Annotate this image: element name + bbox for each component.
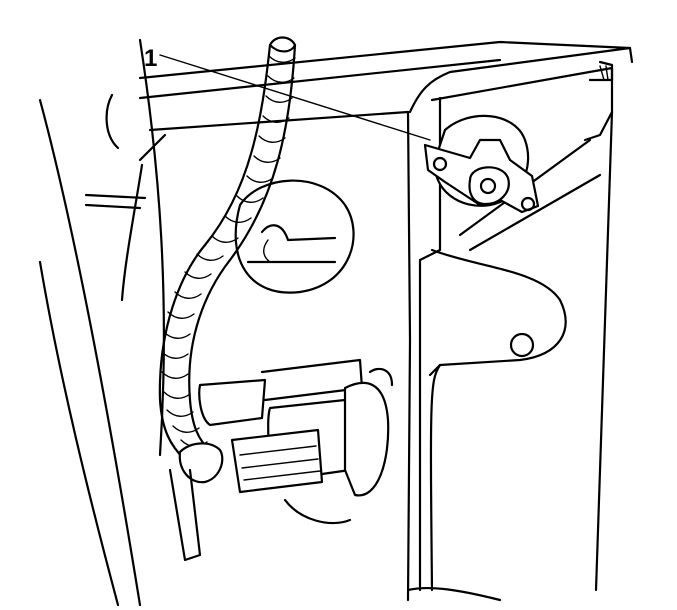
- sleeve-rib: [268, 55, 296, 63]
- sleeve-rib: [262, 115, 290, 123]
- sleeve-rib: [196, 253, 224, 261]
- sleeve-rib: [167, 311, 195, 319]
- sleeve-rib: [161, 351, 189, 359]
- sleeve-rib: [166, 409, 194, 417]
- upper-rail: [138, 40, 632, 342]
- sleeve-rib: [236, 195, 264, 203]
- sleeve-rib: [265, 95, 293, 103]
- callout-label: 1: [144, 45, 157, 72]
- sleeve-rib: [253, 155, 281, 163]
- leader-line: [159, 54, 431, 141]
- connector-assembly: [168, 358, 394, 562]
- sleeve-ribs: [161, 55, 296, 447]
- sleeve-rib: [161, 371, 189, 379]
- sleeve-rib: [267, 75, 295, 83]
- sleeve-rib: [258, 135, 286, 143]
- sleeve-rib: [163, 331, 191, 339]
- sleeve-rib: [246, 175, 274, 183]
- sleeve-rib: [184, 271, 212, 279]
- round-opening: [234, 179, 355, 294]
- sleeve-rib: [174, 291, 202, 299]
- sleeve-rib: [211, 235, 239, 243]
- sleeve-rib: [224, 215, 252, 223]
- wiring-harness: [158, 36, 297, 462]
- sleeve-rib: [163, 391, 191, 399]
- left-panel: [38, 38, 166, 607]
- sleeve-rib: [172, 425, 200, 433]
- callout-1: 1: [144, 45, 431, 141]
- sensor-part-1: [423, 114, 540, 214]
